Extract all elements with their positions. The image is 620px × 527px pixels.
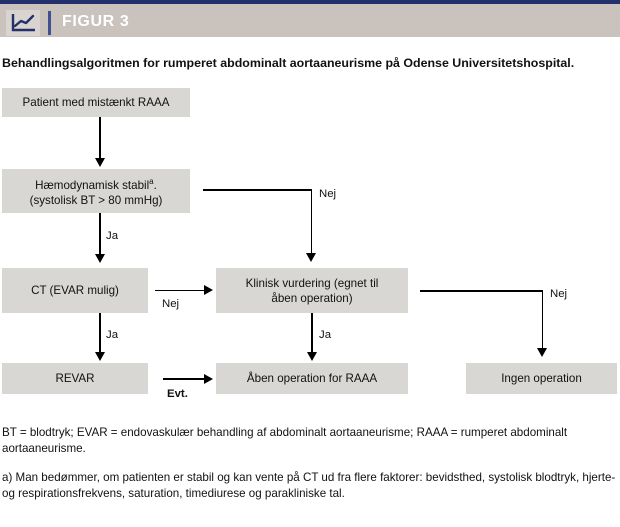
flow-node-revar: REVAR — [2, 363, 148, 394]
edge-label-stabil-yes: Ja — [106, 230, 119, 242]
arrowhead-klinisk-no — [537, 348, 547, 357]
connector-ct-no — [155, 289, 205, 292]
line-chart-icon — [6, 10, 40, 36]
connector-klinisk-no-vertical — [541, 290, 544, 352]
arrowhead-stabil-no — [306, 253, 316, 262]
arrowhead-patient-to-stabil — [94, 158, 105, 167]
edge-label-revar-evt: Evt. — [167, 388, 188, 400]
flow-node-stabil: Hæmodynamisk stabila. (systolisk BT > 80… — [2, 169, 190, 213]
flow-node-aaben-operation: Åben operation for RAAA — [216, 363, 408, 394]
arrowhead-revar-evt — [204, 373, 213, 384]
flow-node-stabil-period: . — [153, 178, 157, 192]
flow-node-stabil-text: Hæmodynamisk stabil — [35, 178, 150, 192]
arrowhead-stabil-yes — [94, 254, 105, 263]
flow-node-ct: CT (EVAR mulig) — [2, 268, 148, 313]
flow-node-revar-label: REVAR — [55, 372, 95, 385]
edge-label-ct-yes: Ja — [106, 329, 119, 341]
header-divider — [48, 11, 51, 35]
connector-ct-yes — [99, 313, 101, 357]
flow-node-patient: Patient med mistænkt RAAA — [2, 88, 190, 117]
connector-klinisk-yes — [311, 313, 313, 357]
flow-node-aaben-operation-label: Åben operation for RAAA — [246, 372, 378, 385]
figure-header-bar: FIGUR 3 — [0, 0, 620, 37]
flow-node-klinisk: Klinisk vurdering (egnet til åben operat… — [216, 268, 408, 313]
arrowhead-ct-no — [204, 285, 213, 295]
arrowhead-ct-yes — [94, 352, 105, 361]
footnote-abbreviations: BT = blodtryk; EVAR = endovaskulær behan… — [2, 426, 568, 455]
connector-revar-evt — [163, 378, 205, 380]
figure-caption: Behandlingsalgoritmen for rumperet abdom… — [2, 56, 575, 70]
connector-stabil-no-horizontal — [203, 189, 312, 191]
flow-node-ct-label: CT (EVAR mulig) — [31, 284, 119, 297]
edge-label-klinisk-no: Nej — [550, 288, 568, 300]
flow-node-ingen-operation: Ingen operation — [466, 363, 617, 394]
flow-node-stabil-line2: (systolisk BT > 80 mmHg) — [29, 193, 163, 207]
arrowhead-klinisk-yes — [306, 352, 317, 361]
connector-klinisk-no-horizontal — [420, 290, 543, 292]
edge-label-ct-no: Nej — [162, 298, 180, 310]
connector-stabil-yes — [99, 213, 101, 258]
flow-node-patient-label: Patient med mistænkt RAAA — [22, 96, 170, 109]
figure-title: FIGUR 3 — [62, 13, 130, 30]
connector-stabil-no-vertical — [310, 189, 313, 257]
connector-patient-to-stabil — [99, 117, 101, 162]
flow-node-stabil-superscript: a — [149, 177, 154, 187]
edge-label-klinisk-yes: Ja — [319, 329, 332, 341]
flow-node-klinisk-line2: åben operation) — [271, 291, 353, 305]
flow-node-klinisk-line1: Klinisk vurdering (egnet til — [245, 276, 379, 290]
edge-label-stabil-no: Nej — [319, 188, 337, 200]
footnote-a: a) Man bedømmer, om patienten er stabil … — [2, 471, 616, 500]
flow-node-stabil-line1: Hæmodynamisk stabila. — [35, 174, 157, 193]
flow-node-ingen-operation-label: Ingen operation — [501, 372, 582, 385]
